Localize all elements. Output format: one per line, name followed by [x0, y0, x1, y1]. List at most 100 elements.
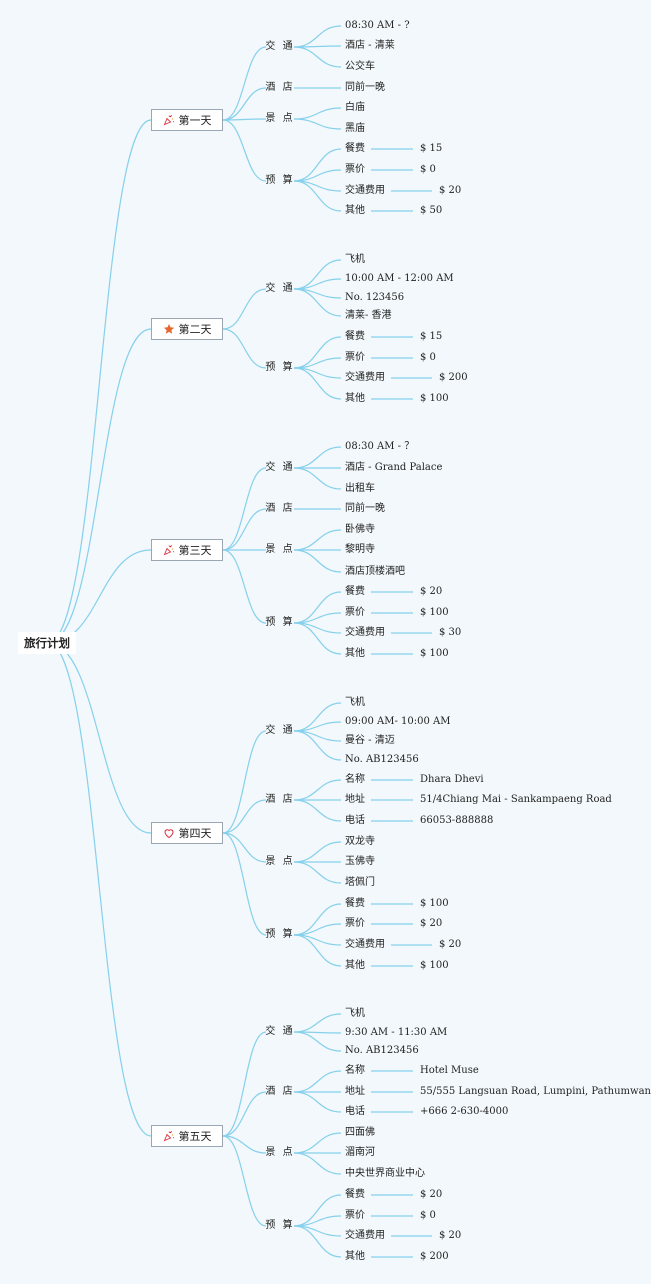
item-label: No. 123456	[345, 292, 405, 303]
category-to-item-connector	[293, 799, 342, 822]
item-label: 名称	[345, 1065, 365, 1076]
day-node[interactable]: 第三天	[151, 539, 223, 561]
item-label: 电话	[345, 815, 365, 826]
star-icon	[163, 324, 174, 334]
category-label: 景 点	[265, 856, 295, 867]
day-title: 第四天	[178, 827, 212, 840]
day-to-category-connector	[222, 87, 267, 121]
category-label: 交 通	[265, 1026, 295, 1037]
category-to-item-connector	[293, 903, 342, 936]
item-label: 飞机	[345, 1008, 365, 1019]
category-to-item-connector	[293, 1070, 342, 1093]
category-label: 预 算	[265, 617, 295, 628]
item-label: 清莱- 香港	[345, 310, 392, 321]
item-value: $ 0	[420, 164, 436, 175]
root-to-day-connector	[47, 119, 152, 644]
item-value: $ 0	[420, 352, 436, 363]
day-node[interactable]: 第一天	[151, 109, 223, 131]
item-label: 餐费	[345, 586, 365, 597]
category-to-item-connector	[293, 934, 342, 967]
category-to-item-connector	[293, 107, 342, 120]
item-label: 9:30 AM - 11:30 AM	[345, 1027, 448, 1038]
item-value: $ 20	[439, 1230, 462, 1241]
item-label: 白庙	[345, 102, 365, 113]
item-value: $ 200	[420, 1251, 449, 1262]
category-to-item-connector	[293, 1225, 342, 1258]
item-label: 08:30 AM - ？	[345, 441, 415, 452]
category-to-item-connector	[293, 1152, 342, 1175]
day-to-category-connector	[222, 119, 267, 182]
category-to-item-connector	[293, 841, 342, 863]
category-to-item-connector	[293, 861, 342, 884]
category-label: 预 算	[265, 175, 295, 186]
item-value: 51/4Chiang Mai - Sankampaeng Road	[420, 794, 612, 805]
item-value: $ 20	[439, 185, 462, 196]
item-value: $ 15	[420, 331, 443, 342]
item-value: $ 100	[420, 960, 449, 971]
item-label: 交通费用	[345, 372, 385, 383]
item-value: $ 30	[439, 627, 462, 638]
item-value: $ 100	[420, 393, 449, 404]
day-to-category-connector	[222, 549, 267, 624]
item-label: 酒店 - Grand Palace	[345, 462, 443, 473]
item-label: 票价	[345, 352, 365, 363]
item-label: 08:30 AM - ?	[345, 20, 410, 31]
item-label: 黎明寺	[345, 544, 375, 555]
item-label: 其他	[345, 393, 365, 404]
item-label: 名称	[345, 774, 365, 785]
day-to-category-connector	[222, 1091, 267, 1137]
category-label: 交 通	[265, 41, 295, 52]
item-value: $ 20	[420, 1189, 443, 1200]
day-title: 第一天	[178, 114, 212, 127]
category-to-item-connector	[293, 180, 342, 212]
day-to-category-connector	[222, 1135, 267, 1227]
category-to-item-connector	[293, 1132, 342, 1154]
day-to-category-connector	[222, 832, 267, 863]
item-label: 交通费用	[345, 627, 385, 638]
category-label: 酒 店	[265, 503, 295, 514]
category-to-item-connector	[293, 730, 342, 761]
day-node[interactable]: 第二天	[151, 318, 223, 340]
day-to-category-connector	[222, 508, 267, 551]
item-label: No. AB123456	[345, 754, 419, 765]
category-to-item-connector	[293, 25, 342, 48]
item-value: $ 50	[420, 205, 443, 216]
category-to-item-connector	[293, 779, 342, 801]
item-label: 其他	[345, 960, 365, 971]
item-label: 其他	[345, 1251, 365, 1262]
category-to-item-connector	[293, 1031, 342, 1052]
item-label: 票价	[345, 1210, 365, 1221]
item-label: 四面佛	[345, 1127, 375, 1138]
mindmap-root[interactable]: 旅行计划	[18, 632, 76, 654]
item-label: No. AB123456	[345, 1045, 419, 1056]
item-label: 同前一晚	[345, 503, 385, 514]
day-node[interactable]: 第五天	[151, 1125, 223, 1147]
item-label: 出租车	[345, 483, 375, 494]
root-to-day-connector	[47, 328, 152, 644]
item-label: 交通费用	[345, 1230, 385, 1241]
category-label: 酒 店	[265, 794, 295, 805]
root-to-day-connector	[47, 642, 152, 834]
day-node[interactable]: 第四天	[151, 822, 223, 844]
item-label: 飞机	[345, 254, 365, 265]
category-to-item-connector	[293, 549, 342, 573]
item-label: 地址	[345, 1086, 365, 1097]
item-value: $ 100	[420, 607, 449, 618]
item-value: $ 20	[420, 918, 443, 929]
category-to-item-connector	[293, 1013, 342, 1033]
item-value: $ 100	[420, 898, 449, 909]
item-label: 酒店 - 清莱	[345, 40, 395, 51]
day-to-category-connector	[222, 1031, 267, 1137]
party-popper-icon	[163, 1130, 174, 1142]
root-to-day-connector	[47, 642, 152, 1137]
item-label: 电话	[345, 1106, 365, 1117]
day-to-category-connector	[222, 467, 267, 551]
category-to-item-connector	[293, 529, 342, 551]
category-label: 交 通	[265, 725, 295, 736]
category-label: 景 点	[265, 1147, 295, 1158]
item-value: +666 2-630-4000	[420, 1106, 509, 1117]
item-value: $ 15	[420, 143, 443, 154]
heart-icon	[163, 829, 174, 839]
item-label: 公交车	[345, 61, 375, 72]
